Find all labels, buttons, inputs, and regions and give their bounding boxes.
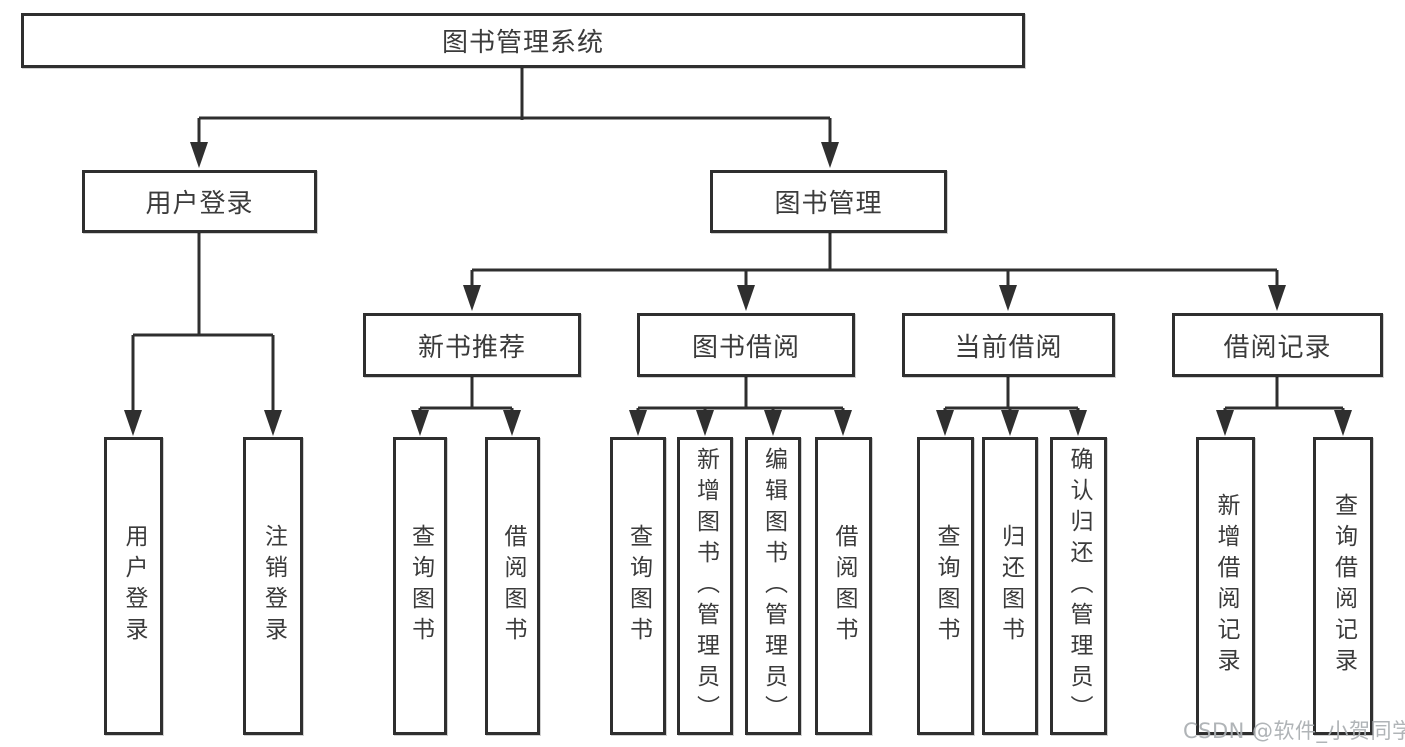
leaf-add-borrow-record: 新增借阅记录	[1196, 437, 1255, 735]
node-label: 新书推荐	[417, 332, 526, 363]
leaf-query-borrow-record: 查询借阅记录	[1313, 437, 1373, 735]
leaf-label: 注销登录	[260, 524, 287, 648]
node-borrow-records: 借阅记录	[1172, 313, 1383, 377]
leaf-label: 新增图书（管理员）	[692, 446, 719, 726]
leaf-user-login: 用户登录	[104, 437, 163, 735]
leaf-label: 查询图书	[933, 524, 959, 648]
leaf-return-book: 归还图书	[982, 437, 1038, 735]
node-new-book-recommend: 新书推荐	[363, 313, 581, 377]
node-label: 当前借阅	[954, 332, 1063, 363]
leaf-label: 查询借阅记录	[1330, 493, 1357, 679]
arrowheads	[124, 142, 1352, 436]
csdn-watermark: CSDN @软件_小贺同学	[1183, 719, 1405, 743]
node-label: 用户登录	[145, 189, 254, 219]
node-book-management: 图书管理	[710, 170, 947, 233]
leaf-query-books-2: 查询图书	[610, 437, 666, 735]
leaf-confirm-return-admin: 确认归还（管理员）	[1050, 437, 1107, 735]
node-book-borrow: 图书借阅	[637, 313, 855, 377]
leaf-borrow-books-1: 借阅图书	[485, 437, 540, 735]
node-label: 图书借阅	[691, 332, 800, 363]
node-current-borrow: 当前借阅	[902, 313, 1115, 377]
leaf-label: 借阅图书	[500, 524, 526, 648]
node-library-system: 图书管理系统	[21, 13, 1025, 68]
node-label: 借阅记录	[1223, 332, 1332, 363]
node-label: 图书管理系统	[441, 28, 604, 58]
leaf-label: 归还图书	[997, 524, 1024, 648]
leaf-query-books-1: 查询图书	[393, 437, 447, 735]
leaf-label: 编辑图书（管理员）	[760, 446, 787, 726]
node-label: 图书管理	[774, 189, 883, 219]
leaf-borrow-books-2: 借阅图书	[815, 437, 872, 735]
leaf-label: 借阅图书	[831, 524, 857, 648]
leaf-label: 确认归还（管理员）	[1066, 446, 1092, 726]
leaf-add-book-admin: 新增图书（管理员）	[677, 437, 733, 735]
leaf-label: 用户登录	[121, 524, 147, 648]
node-user-login: 用户登录	[82, 170, 317, 233]
leaf-logout: 注销登录	[243, 437, 303, 735]
leaf-label: 查询图书	[625, 524, 652, 648]
leaf-label: 新增借阅记录	[1213, 493, 1239, 679]
leaf-edit-book-admin: 编辑图书（管理员）	[745, 437, 801, 735]
leaf-label: 查询图书	[407, 524, 434, 648]
leaf-query-books-3: 查询图书	[917, 437, 974, 735]
